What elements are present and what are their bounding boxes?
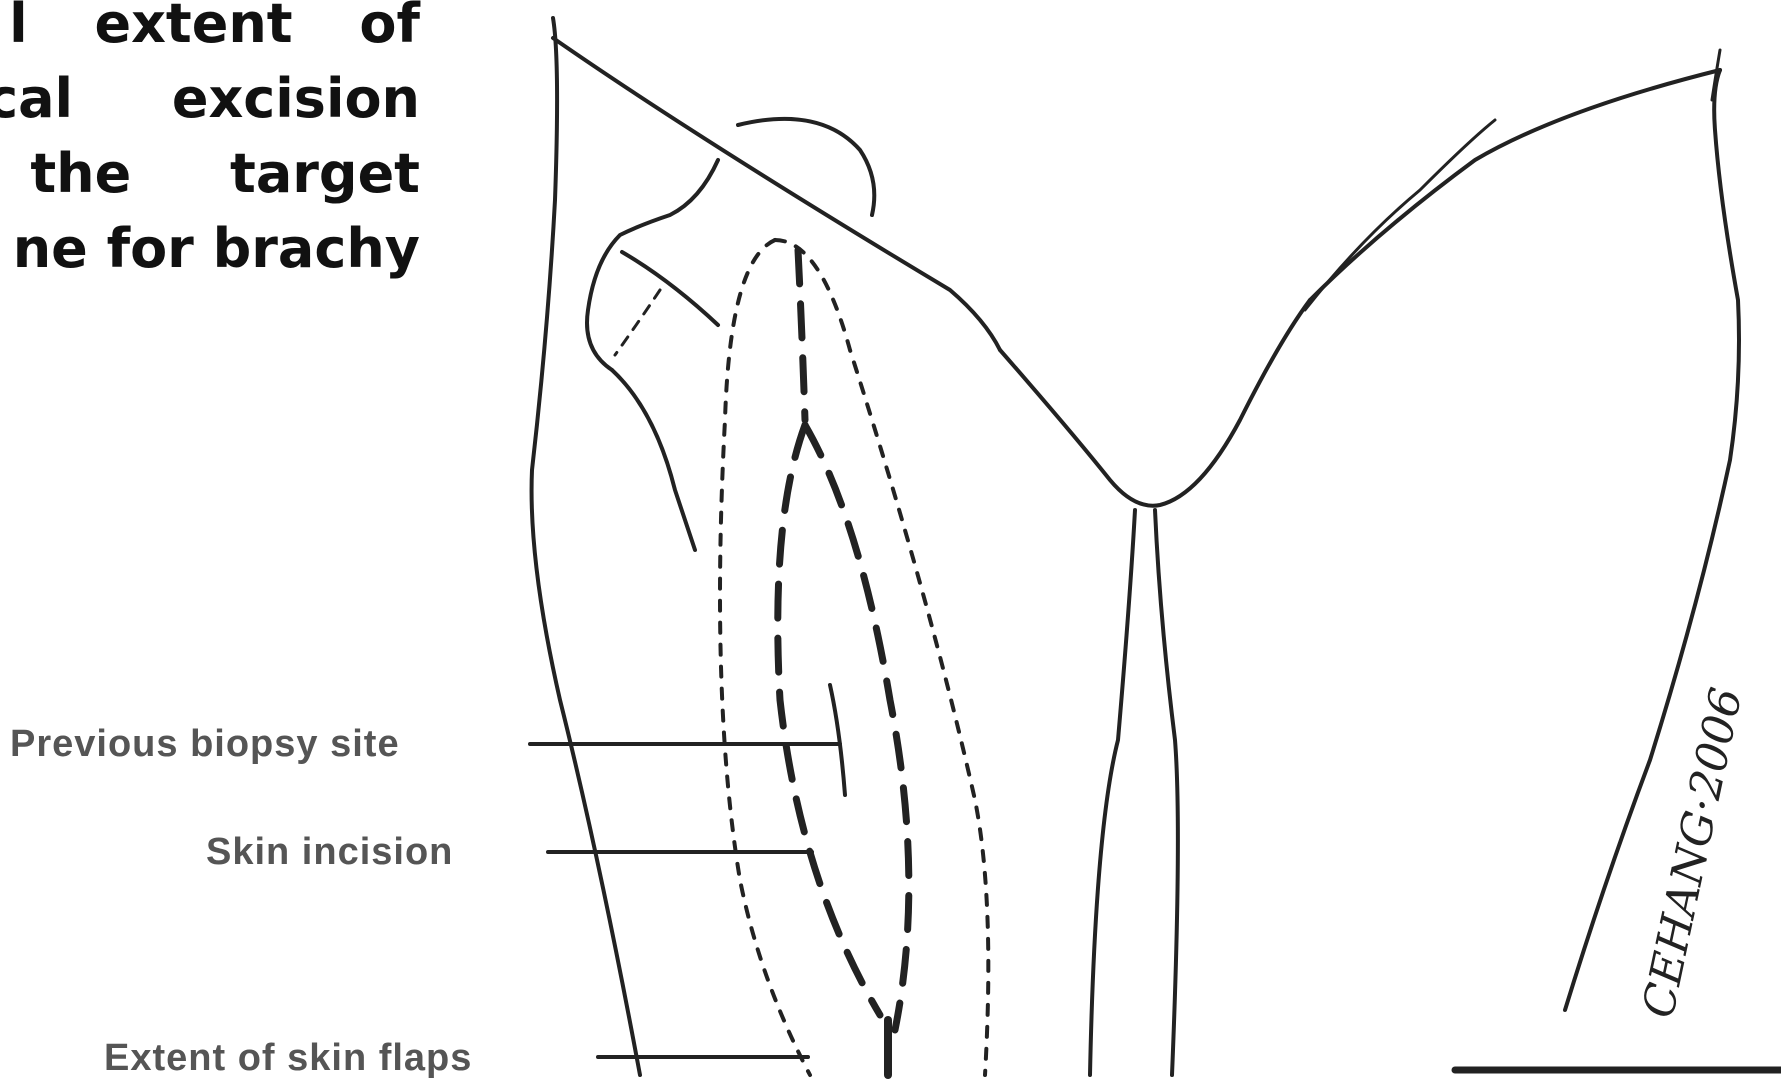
skin-flap-boundary	[720, 240, 810, 1075]
perineum-right-curve	[1310, 70, 1720, 300]
inguinal-line	[553, 38, 1000, 350]
hip-crease-dashed	[615, 290, 660, 355]
perineum-left-curve	[1000, 300, 1310, 506]
artist-signature: CEHANG·2006	[1633, 683, 1753, 1022]
center-line-right	[1155, 510, 1178, 1075]
inner-fold-contour	[612, 370, 695, 550]
hip-inner-contour	[587, 160, 718, 370]
label-previous-biopsy-site: Previous biopsy site	[10, 723, 400, 765]
left-thigh-outer-contour	[532, 18, 640, 1075]
hip-crease	[622, 252, 718, 325]
perineum-right-curve-2	[1305, 120, 1495, 310]
label-skin-incision: Skin incision	[206, 831, 453, 873]
label-extent-of-skin-flaps: Extent of skin flaps	[104, 1037, 472, 1079]
skin-incision-upper	[798, 250, 805, 420]
center-line-left	[1090, 510, 1135, 1075]
skin-incision-left	[778, 425, 880, 1015]
skin-incision-right	[805, 425, 909, 1030]
biopsy-site-mark	[830, 685, 845, 795]
